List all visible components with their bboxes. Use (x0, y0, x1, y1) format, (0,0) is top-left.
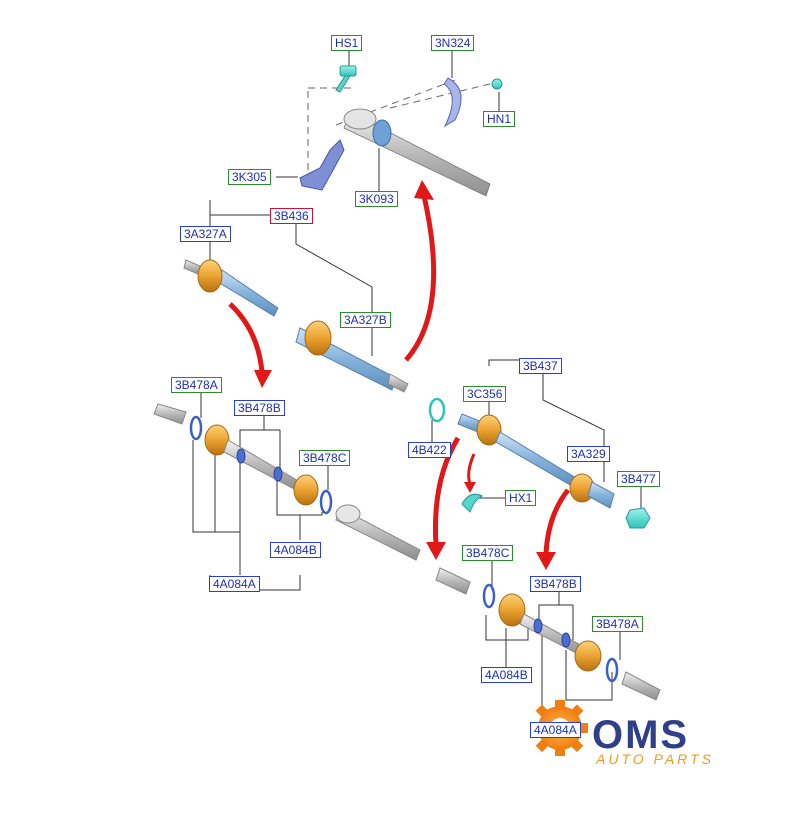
clip-hx1 (461, 493, 484, 513)
alignment-dashes (307, 79, 499, 170)
arrow-to-left-assembly (228, 302, 265, 373)
label-3b478b-right: 3B478B (530, 576, 581, 592)
clamp-3n324 (443, 77, 462, 128)
label-3b478c-right: 3B478C (462, 545, 514, 561)
label-3b478a-left: 3B478A (171, 377, 222, 393)
label-hx1: HX1 (505, 490, 537, 506)
label-3b436: 3B436 (270, 208, 313, 224)
label-4a084a-right: 4A084A (530, 722, 581, 738)
bracket-part (299, 139, 345, 191)
red-arrow-heads (254, 180, 556, 570)
left-lower-assembly (153, 403, 421, 561)
label-hn1: HN1 (483, 111, 516, 127)
arrow-to-right-assembly (433, 436, 461, 546)
arrow-to-hx1 (467, 453, 476, 485)
oms-logo: OMS AUTO PARTS (530, 706, 760, 776)
right-lower-assembly (435, 567, 661, 701)
logo-wordmark: OMS (592, 713, 690, 757)
bolt-hs1 (335, 65, 357, 93)
label-3k093: 3K093 (355, 191, 398, 207)
arrow-to-right-joint (543, 488, 570, 555)
nut-hn1 (491, 78, 503, 90)
label-3c356: 3C356 (463, 386, 507, 402)
red-arrows (228, 195, 570, 555)
label-4a084b-right: 4A084B (481, 667, 532, 683)
label-3n324: 3N324 (431, 35, 475, 51)
arrow-to-intermediate-shaft (404, 195, 437, 362)
intermediate-shaft (343, 108, 491, 197)
label-3b478b-left: 3B478B (234, 400, 285, 416)
label-4a084b-left: 4A084B (270, 542, 321, 558)
logo-tagline: AUTO PARTS (596, 751, 714, 767)
driveshaft-3b437 (457, 413, 615, 509)
label-3a327b: 3A327B (340, 312, 391, 328)
label-3b437: 3B437 (519, 358, 562, 374)
snap-ring-4b422 (428, 397, 446, 423)
label-3k305: 3K305 (228, 169, 271, 185)
label-3a327a: 3A327A (180, 226, 231, 242)
label-3a329: 3A329 (567, 446, 610, 462)
nut-3b477 (625, 507, 651, 529)
label-4b422: 4B422 (408, 442, 451, 458)
label-3b478a-right: 3B478A (592, 616, 643, 632)
label-hs1: HS1 (331, 35, 363, 51)
label-4a084a-left: 4A084A (209, 576, 260, 592)
label-3b477: 3B477 (617, 471, 660, 487)
label-3b478c-left: 3B478C (299, 450, 351, 466)
driveshaft-3b436 (183, 259, 409, 393)
